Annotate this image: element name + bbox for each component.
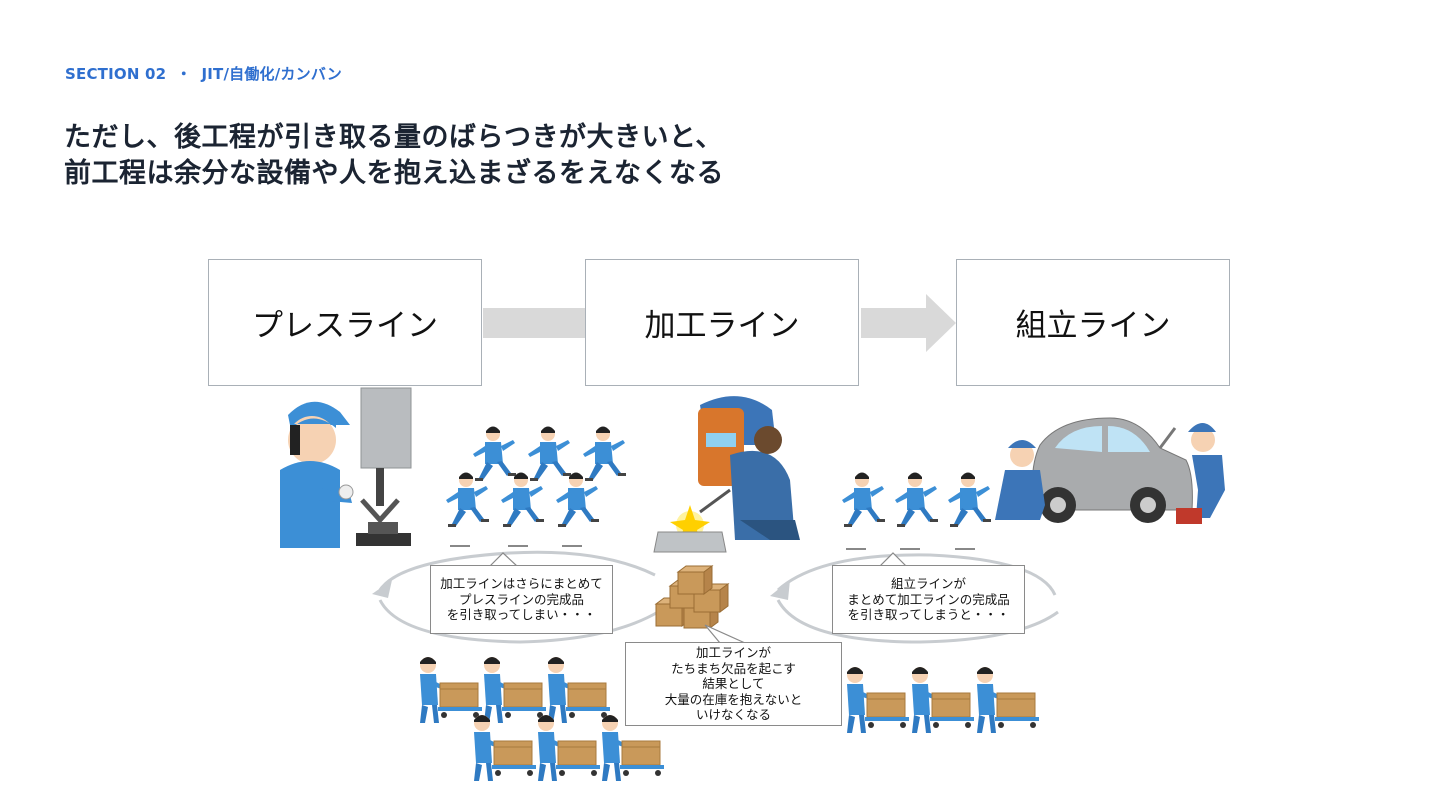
title-line-2: 前工程は余分な設備や人を抱え込まざるをえなくなる xyxy=(64,158,724,189)
callout-left-line-3: を引き取ってしまい・・・ xyxy=(446,607,597,623)
cycle-arrow-left xyxy=(378,550,659,644)
callout-center: 加工ラインが たちまち欠品を起こす 結果として 大量の在庫を抱えないと いけなく… xyxy=(625,642,842,726)
callout-center-line-4: 大量の在庫を抱えないと xyxy=(664,691,803,707)
callout-right: 組立ラインが まとめて加工ラインの完成品 を引き取ってしまうと・・・ xyxy=(832,565,1025,634)
cycle-arrow-right xyxy=(776,553,1059,644)
process-box-assembly: 組立ライン xyxy=(956,259,1230,386)
callout-left: 加工ラインはさらにまとめて プレスラインの完成品 を引き取ってしまい・・・ xyxy=(430,565,613,634)
car-assembly-workers-illustration xyxy=(995,417,1225,524)
callout-left-line-2: プレスラインの完成品 xyxy=(458,591,584,607)
section-separator: ・ xyxy=(176,65,192,83)
section-header: SECTION 02 ・ JIT/自働化/カンバン xyxy=(65,63,342,84)
process-label-machining: 加工ライン xyxy=(644,308,800,344)
process-box-machining: 加工ライン xyxy=(585,259,859,386)
workers-pushing-carts-illustration-right xyxy=(846,666,1040,734)
callout-right-line-2: まとめて加工ラインの完成品 xyxy=(847,591,1010,607)
callout-center-line-5: いけなくなる xyxy=(695,707,771,723)
callout-right-line-1: 組立ラインが xyxy=(890,576,966,592)
process-label-press: プレスライン xyxy=(252,308,438,344)
callout-center-line-2: たちまち欠品を起こす xyxy=(671,660,796,676)
running-workers-illustration xyxy=(446,426,626,547)
callout-center-line-1: 加工ラインが xyxy=(695,645,771,661)
slide-title: ただし、後工程が引き取る量のばらつきが大きいと、 前工程は余分な設備や人を抱え込… xyxy=(64,120,724,192)
arrow-press-to-machining xyxy=(483,308,585,338)
section-topic: JIT/自働化/カンバン xyxy=(201,65,342,83)
press-machine-operator-illustration xyxy=(280,387,412,548)
title-line-1: ただし、後工程が引き取る量のばらつきが大きいと、 xyxy=(64,122,723,153)
process-box-press: プレスライン xyxy=(208,259,482,386)
callout-right-line-3: を引き取ってしまうと・・・ xyxy=(847,607,1010,623)
process-label-assembly: 組立ライン xyxy=(1015,308,1171,344)
callout-left-line-1: 加工ラインはさらにまとめて xyxy=(440,576,603,592)
arrow-machining-to-assembly xyxy=(861,294,956,352)
running-workers-illustration-right xyxy=(842,472,991,550)
callout-center-line-3: 結果として xyxy=(702,676,765,692)
stacked-cardboard-boxes-illustration xyxy=(655,565,729,629)
welder-illustration xyxy=(653,396,800,553)
section-label: SECTION 02 xyxy=(65,65,167,83)
